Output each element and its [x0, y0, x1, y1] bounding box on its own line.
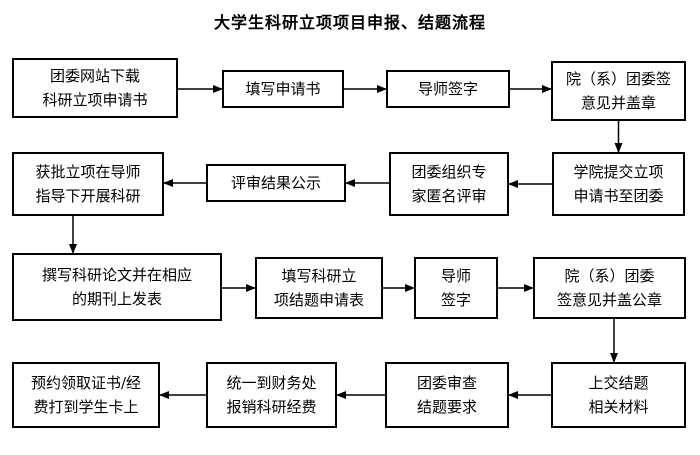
step-publish-paper: 撰写科研论文并在相应 的期刊上发表 [12, 253, 222, 321]
step-reimburse-funds: 统一到财务处 报销科研经费 [206, 362, 337, 428]
step-fill-application: 填写申请书 [222, 70, 344, 108]
step-college-approve: 院（系）团委签 意见并盖章 [551, 61, 686, 121]
step-download-application: 团委网站下载 科研立项申请书 [12, 58, 178, 118]
step-advisor-sign-2: 导师 签字 [414, 257, 498, 319]
diagram-title: 大学生科研立项项目申报、结题流程 [213, 13, 486, 32]
step-college-seal: 院（系）团委 签意见并盖公章 [533, 257, 686, 319]
step-research-approved: 获批立项在导师 指导下开展科研 [12, 152, 164, 216]
step-submit-materials: 上交结题 相关材料 [551, 362, 686, 428]
step-fill-completion-form: 填写科研立 项结题申请表 [255, 257, 383, 319]
step-college-submit: 学院提交立项 申请书至团委 [552, 152, 685, 216]
step-receive-certificate: 预约领取证书/经 费打到学生卡上 [12, 362, 160, 428]
step-expert-review: 团委组织专 家匿名评审 [389, 152, 509, 216]
step-advisor-sign: 导师签字 [386, 70, 510, 108]
step-result-publicity: 评审结果公示 [206, 164, 346, 202]
step-review-completion: 团委审查 结题要求 [385, 362, 509, 428]
